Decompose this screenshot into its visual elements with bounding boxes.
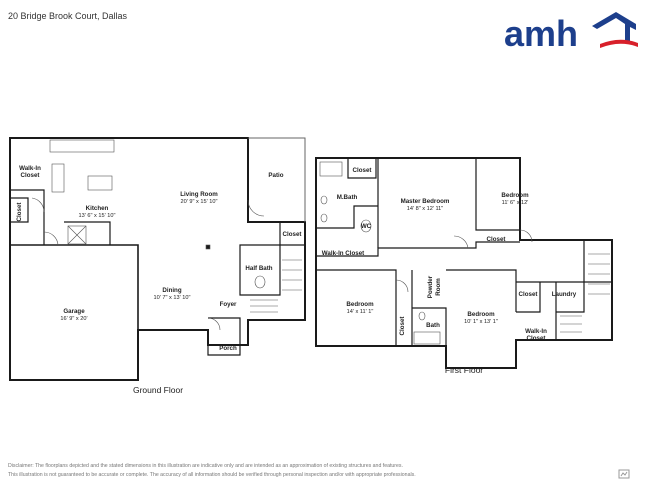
first-floor-plan (315, 157, 613, 369)
dining-dim: 10' 7" x 13' 10" (154, 295, 191, 301)
garage-dim: 16' 9" x 20' (60, 316, 87, 322)
laundry-label: Laundry (552, 291, 577, 298)
bedroom-w-label: Bedroom (346, 301, 374, 308)
bath-label: Bath (426, 322, 440, 329)
ground-walkin-closet-label-l1: Walk-In (19, 165, 41, 172)
mbath-label: M.Bath (337, 194, 358, 201)
kitchen-label: Kitchen (86, 205, 109, 212)
master-bedroom-dim: 14' 8" x 12' 11" (407, 206, 443, 212)
ground-floor-plan (9, 137, 306, 381)
bedroom-s-label: Bedroom (467, 311, 495, 318)
dining-label: Dining (162, 287, 181, 294)
bedroom-ne-dim: 11' 6" x 12' (502, 200, 529, 206)
mbath-closet-label: Closet (353, 167, 372, 174)
living-room-label: Living Room (180, 191, 218, 198)
disclaimer: Disclaimer: The floorplans depicted and … (8, 462, 608, 480)
disclaimer-line-1: Disclaimer: The floorplans depicted and … (8, 463, 403, 469)
ground-floor-label: Ground Floor (133, 385, 183, 395)
wc-label: WC (361, 223, 372, 230)
first-floor-details (319, 161, 610, 345)
first-floor-label: First Floor (445, 365, 483, 375)
first-walkin-closet-e-label-l2: Closet (527, 335, 546, 342)
foyer-label: Foyer (220, 301, 237, 308)
powder-room-label-l2: Room (435, 278, 442, 296)
first-closet-e-label: Closet (519, 291, 538, 298)
ground-closet-right-label: Closet (283, 231, 302, 238)
ground-walkin-closet-label-l2: Closet (21, 172, 40, 179)
master-bedroom-label: Master Bedroom (401, 198, 450, 205)
bedroom-s-dim: 10' 1" x 13' 1" (464, 319, 498, 325)
ground-closet-left-label: Closet (16, 203, 23, 222)
garage-label: Garage (63, 308, 85, 315)
kitchen-dim: 13' 6" x 15' 10" (79, 213, 116, 219)
amh-house-logo-icon (592, 12, 636, 42)
first-closet-ne-label: Closet (487, 236, 506, 243)
patio-label: Patio (268, 172, 283, 179)
amh-logo-text: amh (504, 13, 578, 54)
living-room-dim: 20' 9" x 15' 10" (181, 199, 218, 205)
first-walkin-closet-e-label-l1: Walk-In (525, 328, 547, 335)
half-bath-label: Half Bath (245, 265, 272, 272)
plan-viewer-icon[interactable] (618, 468, 630, 480)
porch-label: Porch (219, 345, 237, 352)
powder-room-label-l1: Powder (427, 275, 434, 298)
bedroom-w-dim: 14' x 11' 1" (347, 309, 374, 315)
disclaimer-line-2: This illustration is not guaranteed to b… (8, 472, 416, 478)
property-address: 20 Bridge Brook Court, Dallas (8, 11, 128, 21)
amh-logo: amh (504, 12, 638, 54)
first-closet-w-label: Closet (399, 317, 406, 336)
ground-floor-details (31, 139, 302, 331)
first-walkin-closet-label: Walk-In Closet (322, 250, 364, 257)
bedroom-ne-label: Bedroom (501, 192, 529, 199)
